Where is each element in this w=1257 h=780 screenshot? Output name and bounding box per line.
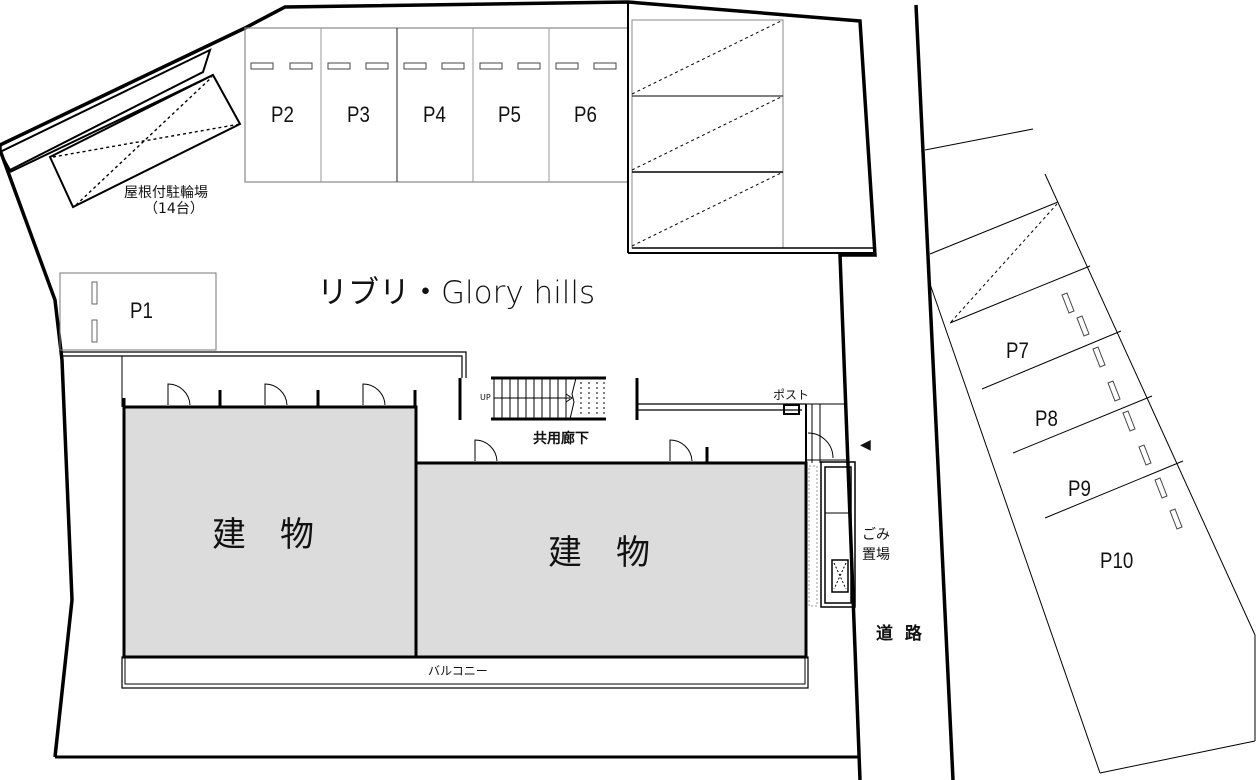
garbage-label-line2: 置場 [862, 547, 890, 563]
staircase [458, 376, 639, 421]
corridor-walls [474, 403, 846, 463]
parking-lot-right [924, 128, 1256, 774]
building-left [122, 405, 418, 659]
balcony [121, 656, 809, 689]
doors-left [122, 383, 417, 407]
bicycle-shelter [0, 48, 242, 209]
storage-block [627, 2, 875, 254]
corridor-label: 共用廊下 [533, 431, 589, 447]
parking-label-p3: P3 [347, 102, 370, 127]
parking-label-p7: P7 [1006, 338, 1029, 363]
property-title: リブリ・Glory hills [317, 275, 596, 311]
parking-label-p4: P4 [423, 102, 446, 127]
garbage-label-line1: ごみ [862, 527, 890, 543]
parking-label-p9: P9 [1068, 476, 1091, 501]
mailbox-label: ポスト [773, 388, 810, 402]
bicycle-parking-label: 屋根付駐輪場 [124, 185, 208, 201]
parking-p1-outline [59, 272, 217, 351]
building-right [414, 461, 808, 659]
parking-label-p6: P6 [574, 102, 597, 127]
building-label-right: 建物 [548, 533, 684, 573]
parking-label-p1: P1 [130, 298, 153, 323]
parking-label-p10: P10 [1100, 548, 1134, 573]
balcony-label: バルコニー [428, 664, 488, 678]
parking-label-p5: P5 [498, 102, 521, 127]
garbage-area [808, 461, 856, 608]
parking-label-p8: P8 [1035, 406, 1058, 431]
building-label-left: 建物 [212, 515, 348, 555]
stairs-up-label: UP [480, 393, 491, 402]
bicycle-parking-capacity: （14台） [144, 201, 204, 217]
road-edge [914, 4, 955, 780]
entrance-marker-icon: ◀ [860, 437, 871, 453]
parking-label-p2: P2 [271, 102, 294, 127]
building-outline [62, 351, 467, 407]
road-label: 道 路 [876, 624, 922, 644]
